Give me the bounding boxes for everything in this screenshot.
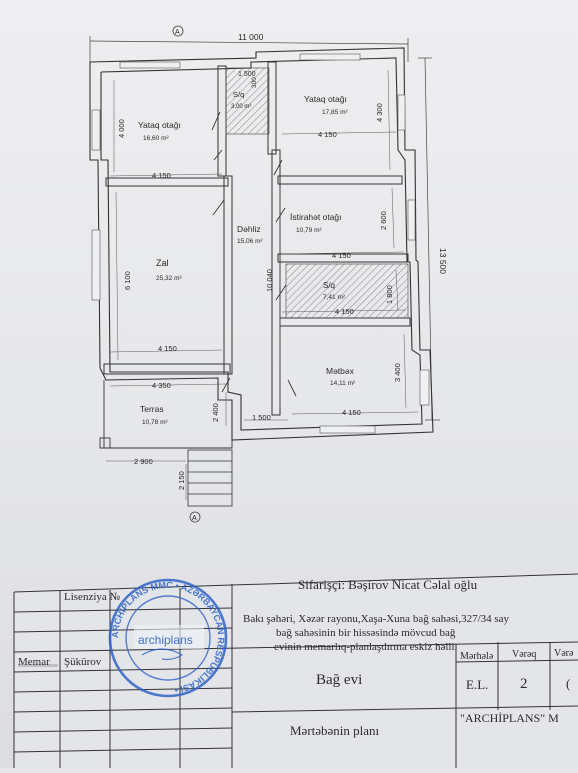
room-corridor-name: Dəhliz	[237, 224, 261, 234]
room-kitchen-name: Mətbəx	[326, 366, 355, 376]
dim-2900: 2 900	[134, 457, 153, 466]
dim-4150-a: 4 150	[152, 171, 171, 180]
axis-marker-top: A	[172, 25, 184, 37]
axis-marker-bottom: A	[189, 511, 201, 523]
dim-4150-b: 4 150	[318, 130, 337, 139]
svg-text:A: A	[192, 515, 197, 522]
room-rest-name: İstirahət otağı	[290, 212, 342, 222]
sheets-header: Vərə	[554, 648, 574, 659]
dim-10040: 10 040	[265, 269, 274, 292]
stage-value: E.L.	[466, 677, 488, 692]
doors	[211, 111, 297, 397]
svg-text:A: A	[175, 29, 180, 36]
room-bedroom-left-area: 16,60 m²	[143, 135, 169, 142]
sheets-value: (	[566, 676, 570, 691]
terrace	[99, 380, 233, 449]
overall-width-label: 11 000	[238, 32, 264, 42]
inner-dimension-lines	[106, 69, 419, 500]
stamp-center-text: archiplans	[138, 633, 193, 647]
room-zal-name: Zal	[156, 258, 169, 268]
dim-4300: 4 300	[375, 103, 384, 122]
dim-1500-bottom: 1 500	[252, 413, 271, 422]
license-label: Lisenziya №	[64, 591, 121, 603]
address-line-3: evinin memarlıq-planlaşdırma eskiz həlli…	[274, 641, 458, 653]
overall-depth-label: 13 500	[438, 248, 448, 274]
room-kitchen-area: 14,11 m²	[330, 380, 356, 387]
dim-4350: 4 350	[152, 381, 171, 390]
dim-6100: 6 100	[123, 271, 132, 290]
dim-3400: 3 400	[393, 363, 402, 382]
room-bedroom-right-name: Yataq otağı	[304, 94, 347, 104]
sheet-value: 2	[520, 676, 528, 692]
room-bath1-name: S/q	[233, 90, 244, 99]
sheet-header: Vərəq	[512, 649, 536, 660]
address-line-1: Bakı şəhəri, Xəzər rayonu,Xaşa-Xuna bağ …	[243, 613, 510, 625]
room-corridor-area: 15,06 m²	[237, 238, 263, 245]
architect-name: Şükürov	[64, 656, 102, 668]
dim-4150-d: 4 150	[335, 307, 354, 316]
dim-300: 300	[251, 77, 258, 88]
room-bath2-area: 7,41 m²	[323, 294, 346, 301]
stage-header: Mərhələ	[460, 651, 494, 662]
room-zal-area: 25,32 m²	[156, 275, 182, 282]
title-block: Lisenziya № Sifarişçi: Bəşirov Nicat Cəl…	[13, 572, 578, 768]
project-name: Bağ evi	[316, 672, 362, 688]
room-bedroom-right-area: 17,85 m²	[322, 109, 348, 116]
room-terrace-name: Terras	[140, 404, 164, 414]
dim-1500-top: 1 500	[238, 71, 256, 78]
room-bedroom-left-name: Yataq otağı	[138, 120, 181, 130]
drawing-title: Mərtəbənin planı	[290, 723, 380, 738]
dim-4150-e: 4 150	[158, 344, 177, 353]
stamp-signature-mark	[141, 648, 184, 661]
address-line-2: bağ sahəsinin bir hissəsində mövcud bağ	[276, 627, 456, 639]
dim-4000: 4 000	[117, 119, 126, 138]
room-rest-area: 10,79 m²	[296, 227, 322, 234]
dim-1800: 1 800	[385, 285, 394, 304]
stairs	[187, 449, 233, 507]
dim-4150-f: 4 150	[342, 408, 361, 417]
room-bath2-name: S/q	[323, 281, 335, 290]
dim-2600: 2 600	[379, 211, 388, 230]
bathroom-2-hatch	[285, 263, 409, 319]
customer-label: Sifarişçi: Bəşirov Nicat Cəlal oğlu	[298, 577, 478, 592]
room-terrace-area: 10,78 m²	[142, 419, 168, 426]
inner-dimension-labels: 1 500 300 4 000 4 300 4 150 4 150 4 150 …	[117, 71, 402, 490]
architect-role: Memar	[18, 656, 50, 668]
room-bath1-area: 3,00 m²	[231, 104, 251, 110]
dim-2150: 2 150	[177, 471, 186, 490]
dim-2400: 2 400	[211, 403, 220, 422]
room-labels: Yataq otağı 16,60 m² S/q 3,00 m² Yataq o…	[138, 90, 356, 426]
company-name: "ARCHİPLANS" M	[460, 711, 559, 725]
bathroom-1-hatch	[225, 67, 270, 135]
windows	[91, 53, 430, 434]
dim-4150-c: 4 150	[332, 251, 351, 260]
